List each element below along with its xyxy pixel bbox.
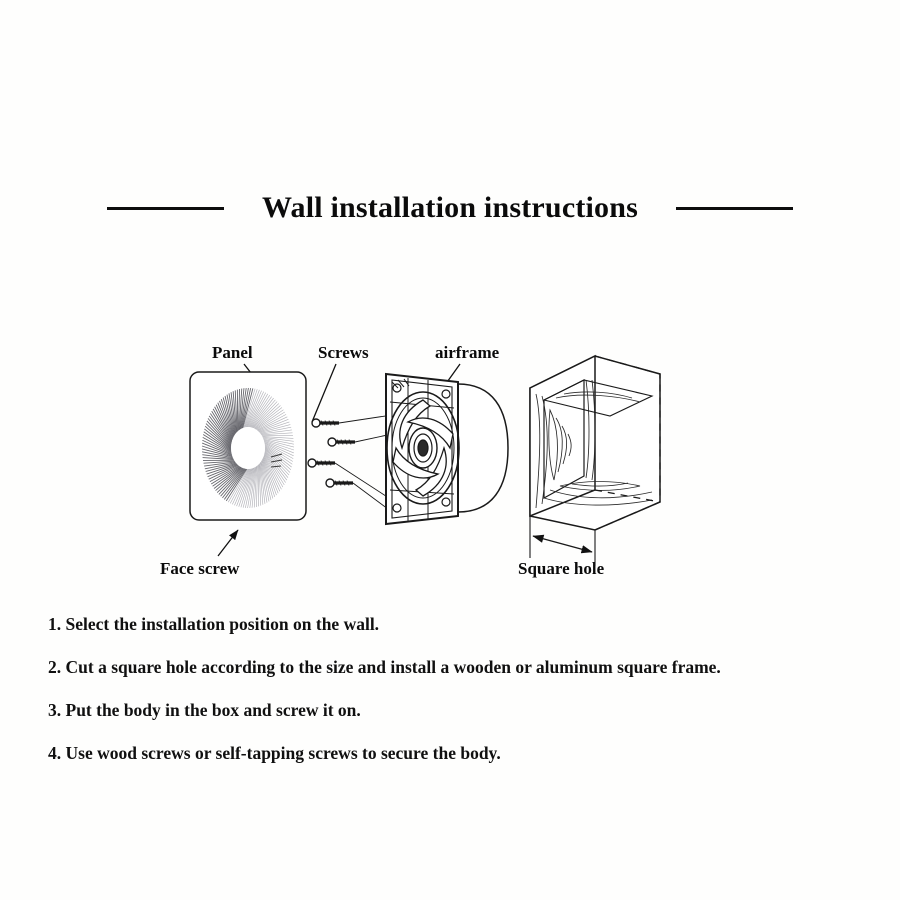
leader-face-screw <box>217 529 239 557</box>
title-rule-right <box>676 206 794 210</box>
part-square-hole-box <box>529 354 661 566</box>
page-title: Wall installation instructions <box>261 191 639 224</box>
label-face-screw: Face screw <box>160 559 240 578</box>
step-item: 1. Select the installation position on t… <box>48 614 380 634</box>
screw-item <box>327 437 355 447</box>
label-square-hole: Square hole <box>518 559 605 578</box>
part-panel <box>189 371 307 521</box>
leader-screws <box>311 363 337 423</box>
step-item: 4. Use wood screws or self-tapping screw… <box>48 742 501 763</box>
installation-diagram: Panel Screws airframe Face screw Square … <box>140 330 720 595</box>
label-airframe: airframe <box>435 343 500 362</box>
dimension-arrow <box>532 534 593 554</box>
step-item: 2. Cut a square hole according to the si… <box>48 656 721 677</box>
instruction-steps: 1. Select the installation position on t… <box>48 614 868 765</box>
part-airframe <box>385 372 509 526</box>
step-item: 3. Put the body in the box and screw it … <box>48 699 361 720</box>
page-header: Wall installation instructions <box>0 186 900 230</box>
part-screws <box>307 414 393 513</box>
screw-item <box>325 478 353 488</box>
title-rule-left <box>106 206 224 210</box>
label-screws: Screws <box>318 343 369 362</box>
screw-item <box>311 418 339 428</box>
screw-item <box>307 458 335 468</box>
label-panel: Panel <box>212 343 253 362</box>
